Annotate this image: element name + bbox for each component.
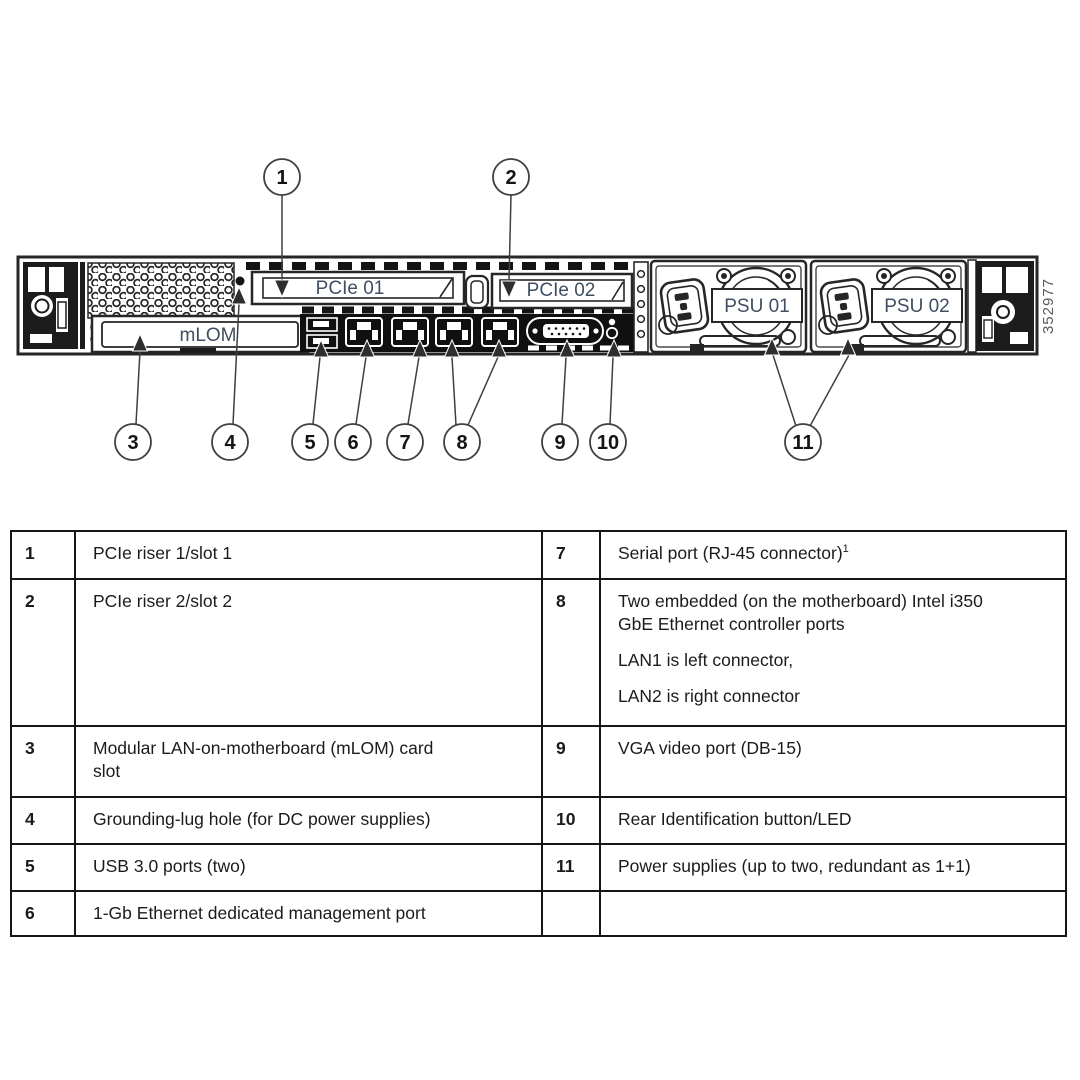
callout-4: 4 — [211, 285, 249, 461]
psu2-power-inlet — [819, 278, 870, 334]
legend-table: 1 PCIe riser 1/slot 1 7 Serial port (RJ-… — [10, 530, 1067, 938]
svg-text:11: 11 — [792, 432, 813, 454]
callout-3: 3 — [114, 332, 152, 461]
legend-desc-cell: PCIe riser 2/slot 2 — [74, 577, 543, 728]
legend-desc: USB 3.0 ports (two) — [93, 856, 246, 877]
callout-6: 6 — [334, 338, 376, 461]
legend-desc: VGA video port (DB-15) — [618, 738, 802, 759]
mlom-label: mLOM — [180, 325, 237, 346]
vent-panel — [87, 262, 235, 319]
right-rack-ear — [967, 259, 1034, 353]
lan2-port — [481, 317, 519, 347]
legend-desc-cell: Power supplies (up to two, redundant as … — [599, 843, 1067, 893]
riser-latch — [464, 274, 490, 310]
legend-desc: Rear Identification button/LED — [618, 809, 852, 830]
svg-text:6: 6 — [347, 432, 358, 454]
svg-text:5: 5 — [304, 432, 315, 454]
legend-desc: 1-Gb Ethernet dedicated management port — [93, 903, 426, 924]
legend-num-cell: 11 — [541, 843, 601, 893]
legend-desc-cell: VGA video port (DB-15) — [599, 725, 1067, 799]
vga-port — [526, 317, 604, 345]
legend-num-cell: 8 — [541, 577, 601, 728]
legend-desc: PCIe riser 2/slot 2 — [93, 591, 233, 611]
legend-num-cell — [541, 890, 601, 938]
legend-desc-line: LAN1 is left connector, — [618, 650, 794, 671]
callout-9: 9 — [541, 338, 579, 461]
pcie-riser-2: PCIe 02 — [490, 272, 634, 310]
svg-text:10: 10 — [597, 432, 619, 454]
legend-row: 5 USB 3.0 ports (two) 11 Power supplies … — [10, 843, 1067, 893]
callout-7: 7 — [386, 338, 429, 461]
legend-num-cell: 6 — [10, 890, 76, 938]
legend-row: 3 Modular LAN-on-motherboard (mLOM) card… — [10, 725, 1067, 799]
rear-id-button — [605, 318, 619, 340]
mlom-slot: mLOM — [90, 314, 310, 354]
legend-desc-cell: USB 3.0 ports (two) — [74, 843, 543, 893]
svg-text:9: 9 — [554, 432, 565, 454]
legend-num-cell: 10 — [541, 796, 601, 846]
svg-text:7: 7 — [399, 432, 410, 454]
legend-num-cell: 2 — [10, 577, 76, 728]
legend-desc-cell: Serial port (RJ-45 connector)1 — [599, 530, 1067, 580]
legend-row: 1 PCIe riser 1/slot 1 7 Serial port (RJ-… — [10, 530, 1067, 580]
pcie-riser-1: PCIe 01 — [250, 270, 466, 306]
legend-num-cell: 7 — [541, 530, 601, 580]
legend-desc: Power supplies (up to two, redundant as … — [618, 856, 971, 877]
psu1-power-inlet — [659, 278, 710, 334]
legend-desc-cell: Modular LAN-on-motherboard (mLOM) card s… — [74, 725, 543, 799]
left-rack-ear — [23, 262, 85, 349]
legend-num-cell: 1 — [10, 530, 76, 580]
pcie1-label: PCIe 01 — [316, 278, 385, 299]
grounding-lug-hole — [235, 276, 245, 286]
callout-2: 2 — [492, 158, 530, 300]
screw-strip — [633, 261, 649, 353]
psu-1: PSU 01 — [649, 259, 808, 354]
svg-text:1: 1 — [276, 167, 287, 189]
legend-desc: Serial port (RJ-45 connector) — [618, 543, 843, 563]
legend-row: 4 Grounding-lug hole (for DC power suppl… — [10, 796, 1067, 846]
legend-desc-line: Two embedded (on the motherboard) Intel … — [618, 591, 983, 635]
legend-num-cell: 3 — [10, 725, 76, 799]
server-chassis: mLOM PCIe 01 PCIe 02 — [16, 255, 1057, 356]
figure-number: 352977 — [1040, 278, 1057, 334]
legend-num-cell: 9 — [541, 725, 601, 799]
footnote-marker: 1 — [842, 543, 849, 556]
legend-desc-cell: Rear Identification button/LED — [599, 796, 1067, 846]
legend-num-cell: 4 — [10, 796, 76, 846]
legend-desc-cell — [599, 890, 1067, 938]
callouts: 1 2 3 4 5 6 — [114, 158, 857, 461]
legend-desc-cell: 1-Gb Ethernet dedicated management port — [74, 890, 543, 938]
pcie2-label: PCIe 02 — [527, 280, 596, 301]
io-port-band — [300, 314, 634, 352]
svg-text:2: 2 — [505, 167, 516, 189]
psu2-label: PSU 02 — [884, 296, 949, 317]
legend-num-cell: 5 — [10, 843, 76, 893]
callout-8: 8 — [443, 338, 508, 461]
legend-desc-cell: PCIe riser 1/slot 1 — [74, 530, 543, 580]
mgmt-ethernet-port — [345, 317, 383, 347]
legend-desc-line: LAN2 is right connector — [618, 686, 800, 707]
callout-11: 11 — [763, 336, 857, 461]
rear-panel-diagram: mLOM PCIe 01 PCIe 02 — [16, 158, 1057, 461]
svg-text:4: 4 — [224, 432, 236, 454]
psu-2: PSU 02 — [809, 259, 968, 354]
legend-desc: Modular LAN-on-motherboard (mLOM) card s… — [93, 738, 434, 782]
legend-desc-cell: Grounding-lug hole (for DC power supplie… — [74, 796, 543, 846]
callout-10: 10 — [589, 338, 627, 461]
psu1-label: PSU 01 — [724, 296, 789, 317]
serial-port — [391, 317, 429, 347]
legend-row: 6 1-Gb Ethernet dedicated management por… — [10, 890, 1067, 938]
svg-text:8: 8 — [456, 432, 467, 454]
callout-5: 5 — [291, 338, 330, 461]
legend-row: 2 PCIe riser 2/slot 2 8 Two embedded (on… — [10, 577, 1067, 728]
legend-desc-cell: Two embedded (on the motherboard) Intel … — [599, 577, 1067, 728]
lan1-port — [435, 317, 473, 347]
legend-desc: Grounding-lug hole (for DC power supplie… — [93, 809, 431, 830]
svg-text:3: 3 — [127, 432, 138, 454]
legend-desc: PCIe riser 1/slot 1 — [93, 543, 233, 563]
callout-1: 1 — [263, 158, 301, 299]
